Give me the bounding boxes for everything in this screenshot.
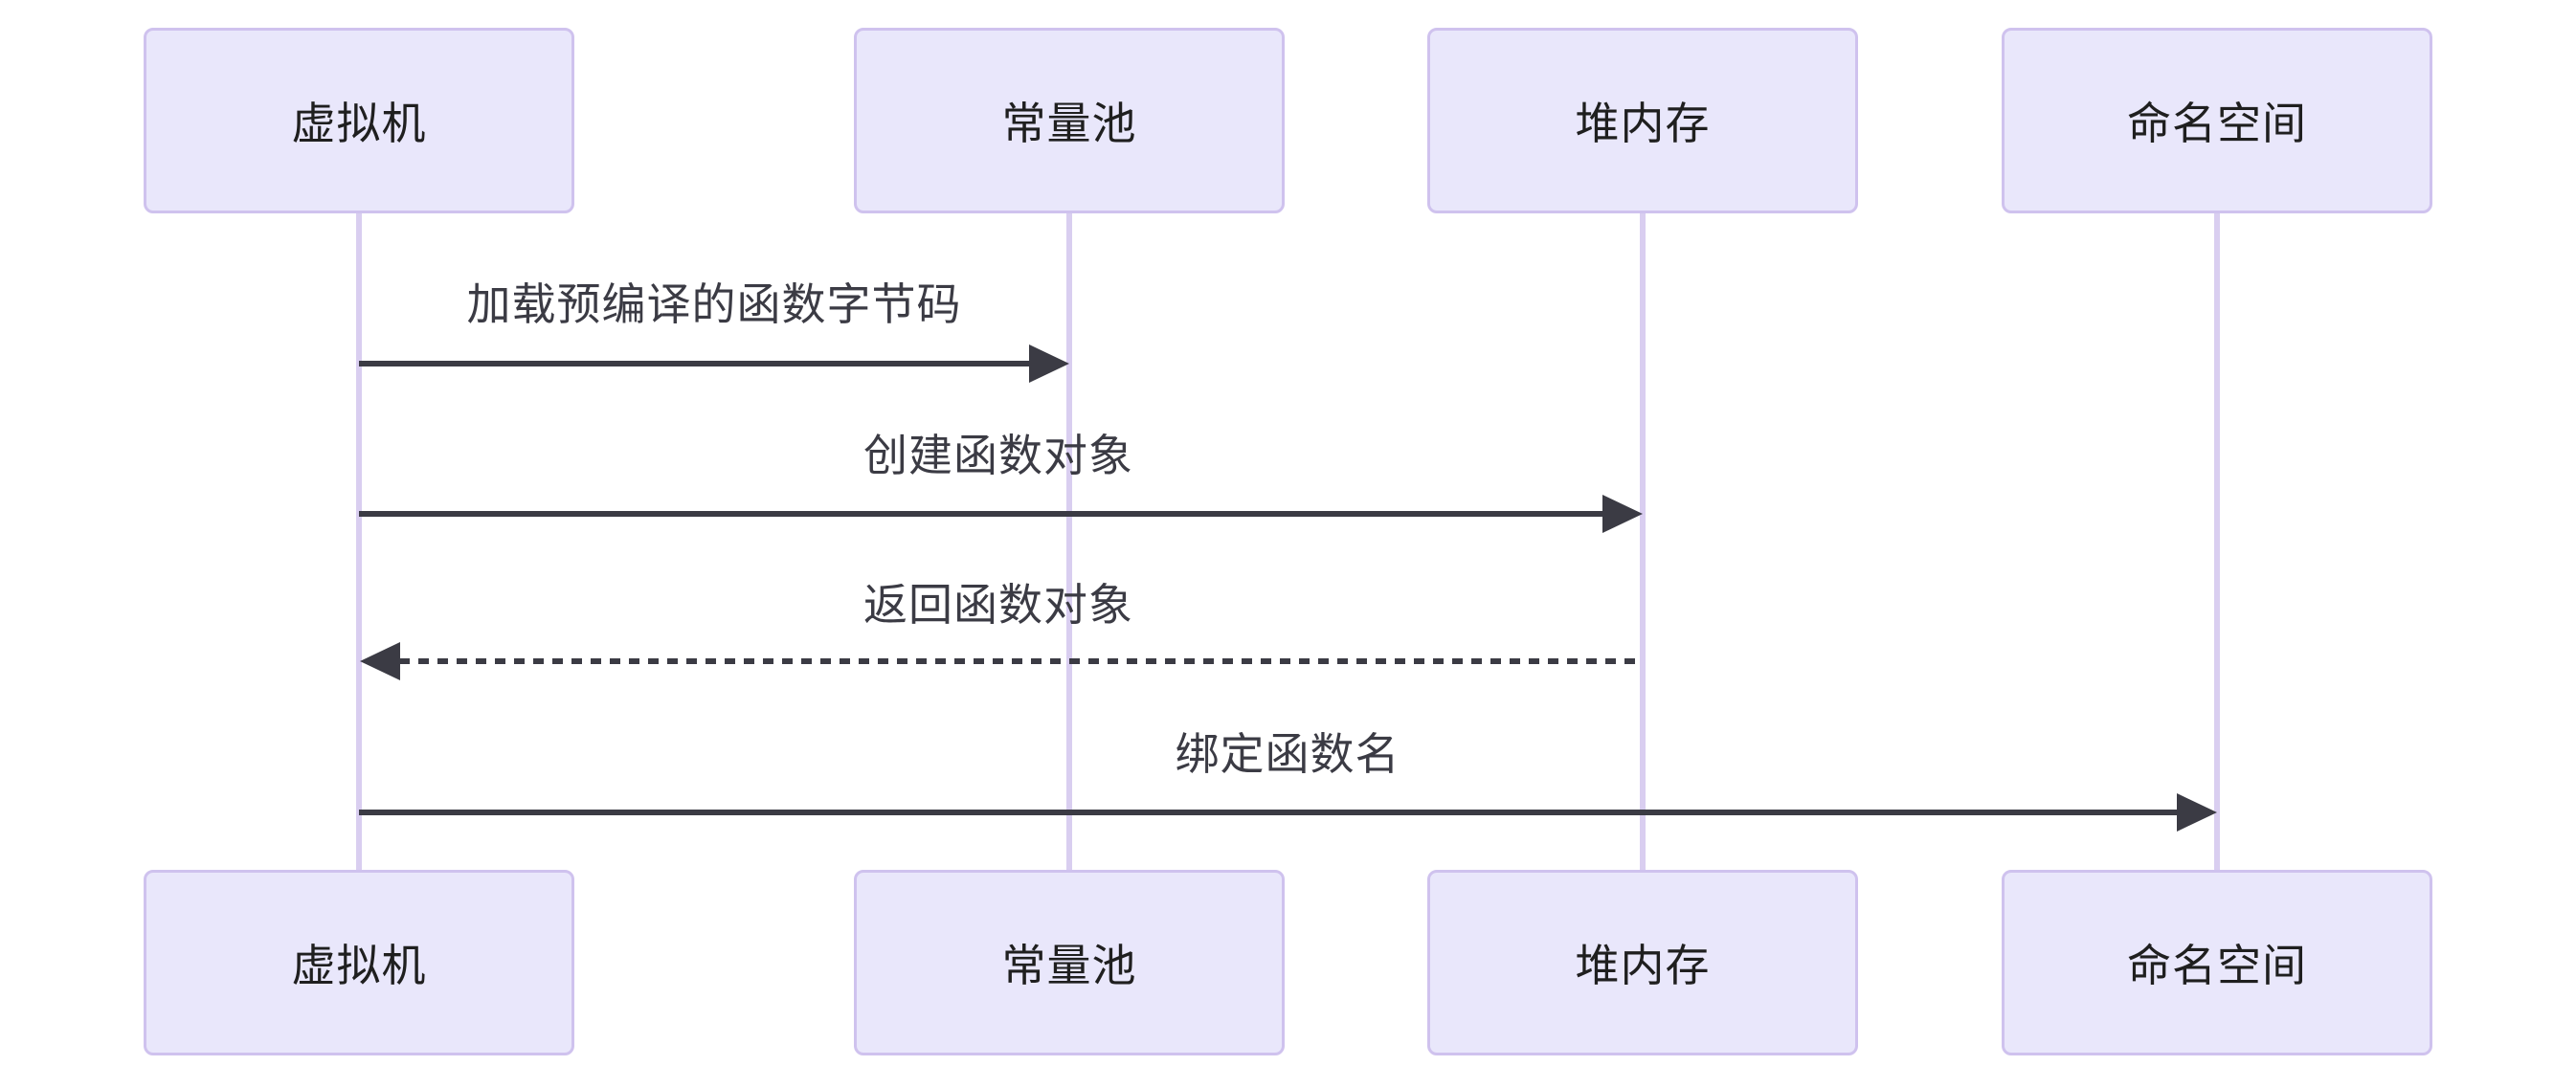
lifeline-virtual-machine <box>356 213 362 870</box>
actor-label: 常量池 <box>1001 99 1137 148</box>
actor-label: 命名空间 <box>2127 941 2307 990</box>
actor-namespace-bottom: 命名空间 <box>2002 870 2432 1055</box>
message-line-create-function-object <box>359 511 1604 517</box>
arrowhead-left-icon <box>360 642 400 680</box>
arrowhead-right-icon <box>1029 344 1069 383</box>
actor-label: 虚拟机 <box>291 99 427 148</box>
actor-label: 命名空间 <box>2127 99 2307 148</box>
arrowhead-right-icon <box>1602 495 1643 533</box>
actor-label: 虚拟机 <box>291 941 427 990</box>
lifeline-heap-memory <box>1640 213 1646 870</box>
actor-virtual-machine-bottom: 虚拟机 <box>144 870 574 1055</box>
message-label-load-bytecode: 加载预编译的函数字节码 <box>466 279 962 329</box>
actor-constant-pool-bottom: 常量池 <box>854 870 1285 1055</box>
message-line-load-bytecode <box>359 361 1031 366</box>
actor-constant-pool-top: 常量池 <box>854 28 1285 213</box>
arrowhead-right-icon <box>2177 793 2217 832</box>
message-label-create-function-object: 创建函数对象 <box>863 431 1133 480</box>
actor-virtual-machine-top: 虚拟机 <box>144 28 574 213</box>
actor-namespace-top: 命名空间 <box>2002 28 2432 213</box>
actor-label: 堆内存 <box>1575 941 1711 990</box>
actor-label: 常量池 <box>1001 941 1137 990</box>
lifeline-namespace <box>2214 213 2220 870</box>
message-line-return-function-object <box>399 658 1643 664</box>
actor-label: 堆内存 <box>1575 99 1711 148</box>
message-label-return-function-object: 返回函数对象 <box>863 580 1133 630</box>
message-label-bind-function-name: 绑定函数名 <box>1175 729 1400 779</box>
actor-heap-memory-top: 堆内存 <box>1427 28 1858 213</box>
actor-heap-memory-bottom: 堆内存 <box>1427 870 1858 1055</box>
lifeline-constant-pool <box>1066 213 1072 870</box>
message-line-bind-function-name <box>359 810 2179 815</box>
